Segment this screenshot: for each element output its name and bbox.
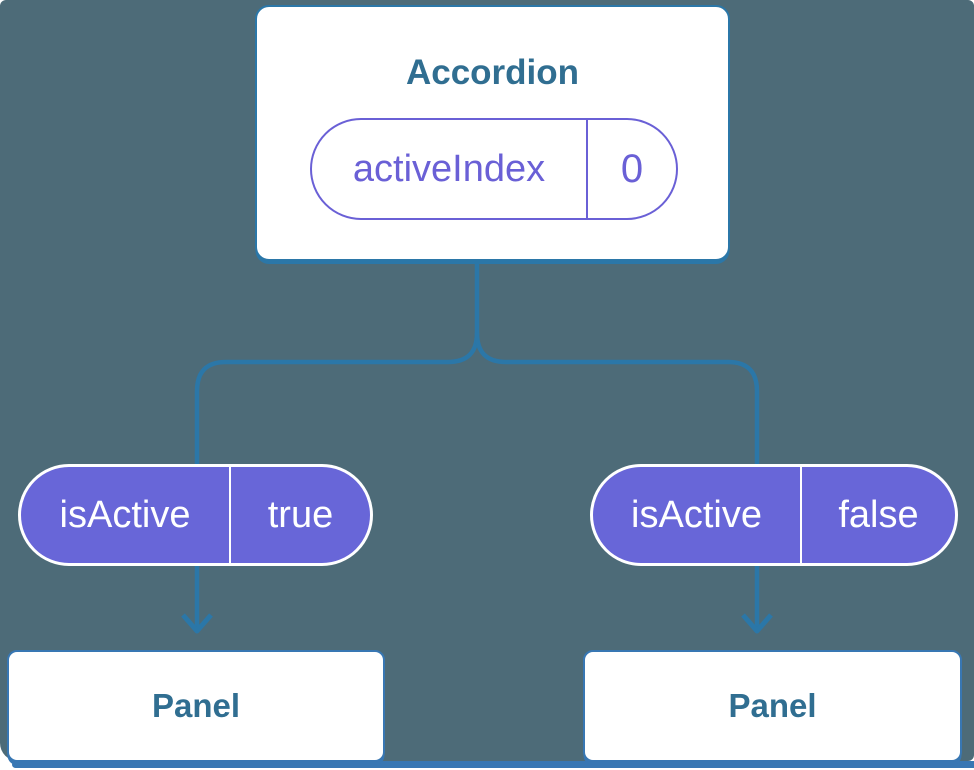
prop-pill-value: false	[838, 494, 919, 536]
panel-node-left: Panel	[7, 650, 385, 762]
prop-pill-isactive-false: isActive false	[590, 464, 958, 566]
branch-line-right	[474, 332, 760, 630]
accordion-node-title: Accordion	[405, 53, 580, 92]
state-pill-label: activeIndex	[312, 120, 588, 218]
prop-pill-label: isActive	[21, 467, 231, 563]
prop-pill-isactive-true: isActive true	[18, 464, 373, 566]
branch-line-left	[194, 250, 480, 630]
bottom-border-band	[12, 761, 974, 768]
state-pill-activeindex: activeIndex 0	[310, 118, 678, 220]
prop-pill-value: true	[267, 494, 334, 536]
state-pill-value: 0	[620, 147, 644, 191]
panel-node-right: Panel	[583, 650, 962, 762]
arrow-down-icon	[181, 613, 213, 634]
prop-pill-label: isActive	[593, 467, 802, 563]
arrow-down-icon	[741, 613, 773, 634]
